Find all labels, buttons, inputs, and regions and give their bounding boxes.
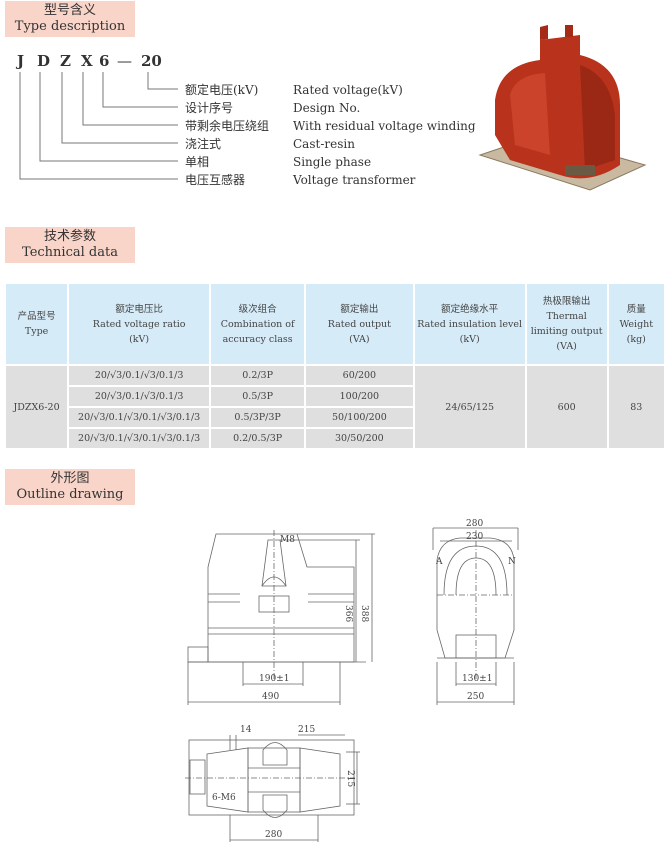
- outline-drawing: M8 366 388 190±1 490 2: [185, 519, 519, 842]
- cell-thermal: 600: [526, 366, 607, 448]
- cell-ratio: 20/√3/0.1/√3/0.1/√3/0.1/3: [69, 408, 210, 427]
- label-366: 366: [343, 605, 353, 622]
- cell-output: 50/100/200: [306, 408, 413, 427]
- cell-accuracy: 0.2/3P: [211, 366, 305, 385]
- type-en-list: Rated voltage(kV) Design No. With residu…: [293, 81, 476, 189]
- type-item-cn: 带剩余电压绕组: [185, 119, 270, 133]
- label-280: 280: [466, 519, 483, 529]
- table-row: 20/√3/0.1/√3/0.1/3 0.5/3P 100/200: [6, 387, 664, 406]
- heading-en: Outline drawing: [16, 487, 124, 502]
- outline-drawing-heading: 外形图 Outline drawing: [5, 469, 135, 505]
- table-row: JDZX6-20 20/√3/0.1/√3/0.1/3 0.2/3P 60/20…: [6, 366, 664, 448]
- label-388: 388: [359, 605, 369, 622]
- model-letter: 6: [99, 52, 110, 70]
- heading-en: Type description: [14, 19, 126, 34]
- cell-type: JDZX6-20: [6, 366, 68, 448]
- cell-ratio: 20/√3/0.1/√3/0.1/3: [69, 387, 210, 406]
- table-row: 20/√3/0.1/√3/0.1/√3/0.1/3 0.2/0.5/3P 30/…: [6, 429, 664, 448]
- label-130: 130±1: [462, 674, 492, 684]
- side-view: [432, 527, 519, 705]
- heading-cn: 技术参数: [43, 229, 96, 244]
- label-490: 490: [262, 692, 279, 702]
- cell-output: 60/200: [306, 366, 413, 385]
- type-item-cn: 浇注式: [185, 137, 222, 151]
- label-a: A: [435, 557, 443, 567]
- label-m8: M8: [280, 535, 295, 545]
- label-250: 250: [467, 692, 484, 702]
- type-item-en: Cast-resin: [293, 137, 355, 151]
- technical-data-heading: 技术参数 Technical data: [5, 227, 135, 263]
- product-photo: [478, 25, 647, 191]
- type-item-en: Design No.: [293, 101, 361, 115]
- cell-weight: 83: [608, 366, 664, 448]
- label-280-bottom: 280: [265, 830, 282, 840]
- model-letter: J: [17, 52, 25, 70]
- type-cn-list: 额定电压(kV) 设计序号 带剩余电压绕组 浇注式 单相 电压互感器: [185, 81, 269, 189]
- type-item-cn: 单相: [185, 155, 210, 169]
- model-letter: 20: [141, 52, 162, 70]
- model-letter: D: [37, 52, 51, 70]
- cell-ratio: 20/√3/0.1/√3/0.1/3: [69, 366, 210, 385]
- table-row: 20/√3/0.1/√3/0.1/√3/0.1/3 0.5/3P/3P 50/1…: [6, 408, 664, 427]
- model-letter: X: [81, 52, 93, 70]
- label-190: 190±1: [259, 674, 289, 684]
- heading-cn: 外形图: [50, 471, 90, 486]
- label-6-m6: 6-M6: [212, 793, 236, 803]
- model-letter: —: [117, 52, 132, 70]
- top-view: [185, 734, 360, 842]
- type-description-heading: 型号含义 Type description: [5, 1, 135, 37]
- cell-insulation: 24/65/125: [414, 366, 525, 448]
- cell-ratio: 20/√3/0.1/√3/0.1/√3/0.1/3: [69, 429, 210, 448]
- heading-en: Technical data: [22, 245, 118, 260]
- type-item-en: Voltage transformer: [293, 173, 416, 187]
- type-item-cn: 电压互感器: [185, 173, 246, 187]
- label-n: N: [508, 557, 516, 567]
- model-letter: Z: [60, 52, 71, 70]
- label-215-horizontal: 215: [298, 725, 315, 735]
- cell-accuracy: 0.2/0.5/3P: [211, 429, 305, 448]
- type-item-en: With residual voltage winding: [293, 119, 476, 133]
- label-14: 14: [240, 725, 252, 735]
- cell-output: 30/50/200: [306, 429, 413, 448]
- type-item-en: Single phase: [293, 155, 372, 169]
- label-215-vertical: 215: [345, 770, 355, 787]
- heading-cn: 型号含义: [43, 3, 96, 18]
- cell-output: 100/200: [306, 387, 413, 406]
- type-item-en: Rated voltage(kV): [293, 83, 403, 97]
- cell-accuracy: 0.5/3P/3P: [211, 408, 305, 427]
- type-connector-lines: [19, 72, 178, 180]
- type-item-cn: 设计序号: [185, 101, 234, 115]
- label-230: 230: [466, 532, 483, 542]
- type-item-cn: 额定电压(kV): [185, 83, 259, 97]
- front-view: [187, 530, 375, 705]
- cell-accuracy: 0.5/3P: [211, 387, 305, 406]
